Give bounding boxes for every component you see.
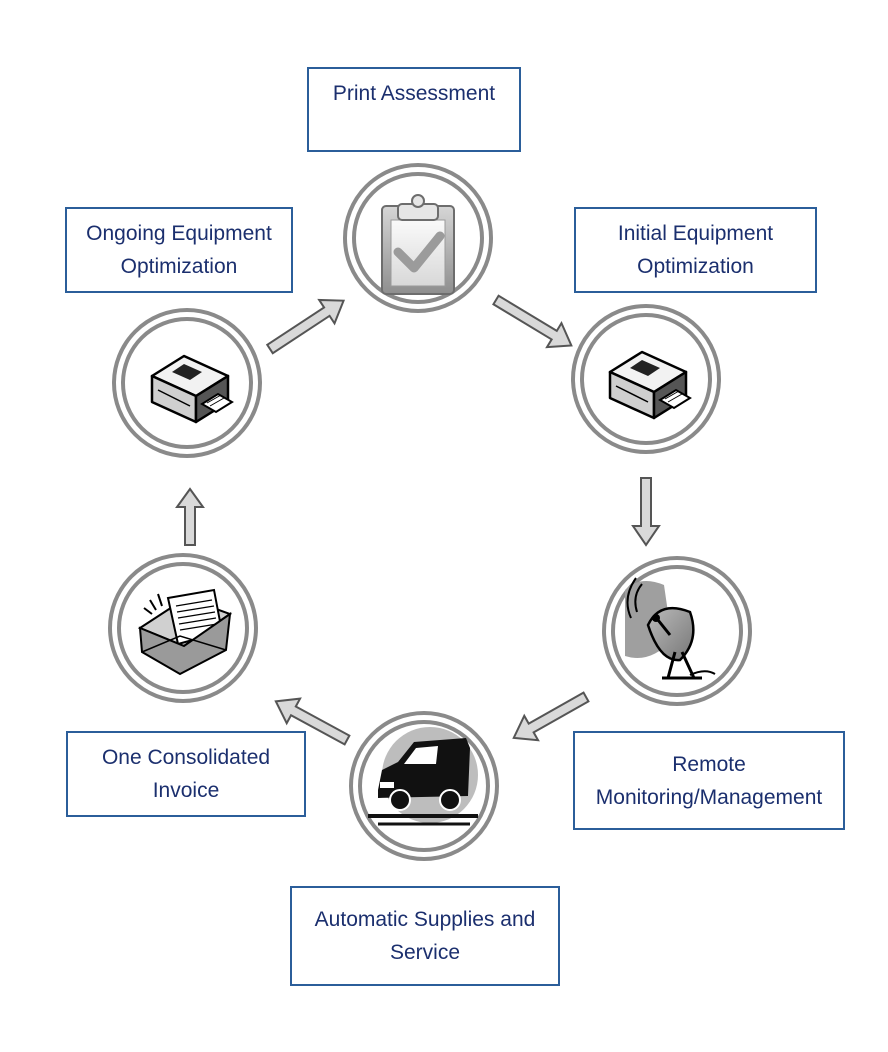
label-initial-optimization: Initial Equipment Optimization [617, 222, 774, 278]
arrow-print-to-initial [492, 294, 573, 349]
delivery-van-icon [368, 727, 478, 826]
node-remote-monitoring [602, 556, 752, 706]
arrow-invoice-to-ongoing [175, 487, 205, 546]
arrow-ongoing-to-print [265, 298, 346, 355]
arrow-auto-to-invoice [274, 697, 351, 746]
node-initial-optimization [571, 304, 721, 454]
label-box-remote-monitoring: Remote Monitoring/Management [573, 731, 845, 830]
label-box-automatic-supplies: Automatic Supplies and Service [290, 886, 560, 986]
satellite-dish-icon [625, 577, 716, 680]
label-box-initial-optimization: Initial Equipment Optimization [574, 207, 817, 293]
arrow-initial-to-remote [631, 477, 661, 547]
label-ongoing-optimization: Ongoing Equipment Optimization [86, 222, 272, 278]
label-remote-monitoring: Remote Monitoring/Management [595, 752, 823, 809]
label-automatic-supplies: Automatic Supplies and Service [314, 908, 536, 964]
flow-arrows [175, 294, 661, 746]
label-print-assessment: Print Assessment [332, 82, 496, 105]
node-print-assessment [343, 163, 493, 313]
arrow-remote-to-auto [512, 691, 590, 742]
node-ongoing-optimization [112, 308, 262, 458]
label-consolidated-invoice: One Consolidated Invoice [101, 746, 271, 802]
node-automatic-supplies [349, 711, 499, 861]
printer-icon [608, 350, 692, 420]
clipboard-check-icon [381, 194, 455, 295]
envelope-invoice-icon [137, 588, 233, 676]
label-box-ongoing-optimization: Ongoing Equipment Optimization [65, 207, 293, 293]
label-box-consolidated-invoice: One Consolidated Invoice [66, 731, 306, 817]
printer-icon [150, 354, 234, 424]
node-consolidated-invoice [108, 553, 258, 703]
label-box-print-assessment: Print Assessment [307, 67, 521, 152]
